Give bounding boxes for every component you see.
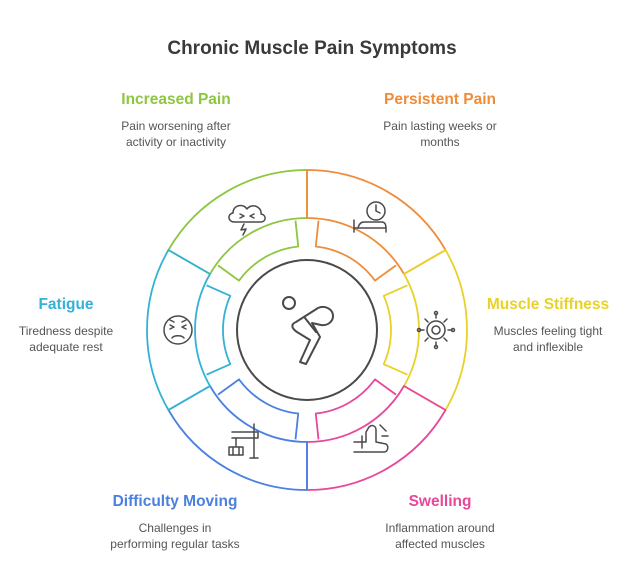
desc-line: and inflexible: [512, 340, 584, 354]
label-heading: Difficulty Moving: [112, 493, 238, 510]
label-heading: Persistent Pain: [384, 91, 496, 108]
desc-line: Tiredness despite: [18, 324, 114, 338]
wheel-segments: [146, 169, 468, 491]
desc-line: Muscles feeling tight: [493, 324, 603, 338]
desc-line: activity or inactivity: [125, 135, 227, 149]
person-pain-icon: [282, 296, 334, 365]
label-increased-pain: Increased Pain Pain worsening after acti…: [96, 90, 256, 150]
label-heading: Increased Pain: [121, 91, 231, 108]
desc-line: affected muscles: [395, 537, 485, 551]
label-persistent-pain: Persistent Pain Pain lasting weeks or mo…: [360, 90, 520, 150]
label-heading: Swelling: [408, 493, 472, 510]
tired-face-icon: [163, 315, 193, 345]
label-description: Challenges in performing regular tasks: [90, 520, 260, 552]
desc-line: Pain worsening after: [121, 119, 231, 133]
crane-icon: [228, 423, 259, 459]
page-title: Chronic Muscle Pain Symptoms: [167, 38, 457, 59]
segment-fatigue-inner: [206, 284, 232, 376]
label-fatigue: Fatigue Tiredness despite adequate rest: [6, 295, 126, 355]
segment-difficulty-moving-inner: [217, 378, 300, 440]
desc-line: adequate rest: [29, 340, 103, 354]
label-muscle-stiffness: Muscle Stiffness Muscles feeling tight a…: [478, 295, 618, 355]
storm-cloud-icon: [228, 204, 266, 236]
segment-persistent-pain-inner: [314, 220, 397, 282]
label-description: Tiredness despite adequate rest: [6, 323, 126, 355]
label-swelling: Swelling Inflammation around affected mu…: [360, 492, 520, 552]
desc-line: months: [420, 135, 460, 149]
clock-bed-icon: [353, 201, 387, 233]
label-heading: Muscle Stiffness: [486, 296, 610, 313]
segment-muscle-stiffness: [403, 249, 468, 411]
segment-swelling-inner: [314, 378, 397, 440]
desc-line: Challenges in: [138, 521, 212, 535]
desc-line: Pain lasting weeks or: [383, 119, 497, 133]
label-description: Muscles feeling tight and inflexible: [478, 323, 618, 355]
segment-fatigue: [146, 249, 211, 411]
gear-sun-icon: [416, 310, 456, 350]
desc-line: Inflammation around: [385, 521, 495, 535]
label-description: Pain lasting weeks or months: [360, 118, 520, 150]
label-difficulty-moving: Difficulty Moving Challenges in performi…: [90, 492, 260, 552]
segment-muscle-stiffness-inner: [382, 284, 408, 376]
swollen-limb-icon: [353, 424, 389, 453]
desc-line: performing regular tasks: [110, 537, 240, 551]
label-description: Pain worsening after activity or inactiv…: [96, 118, 256, 150]
label-heading: Fatigue: [38, 296, 94, 313]
label-description: Inflammation around affected muscles: [360, 520, 520, 552]
center-circle: [236, 259, 378, 401]
segment-increased-pain-inner: [217, 220, 300, 282]
